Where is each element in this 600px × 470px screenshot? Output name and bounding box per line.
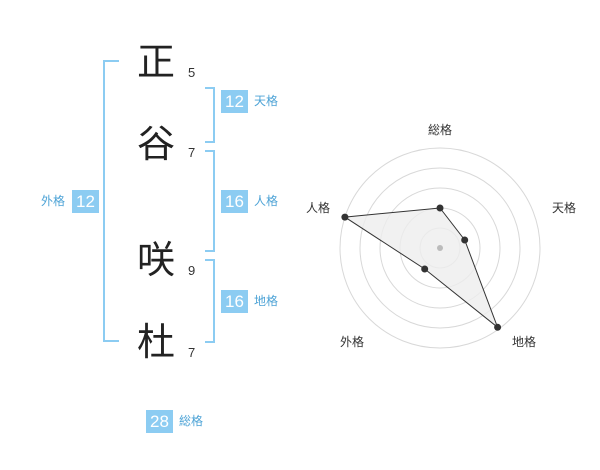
radar-axis-label-tenkaku: 天格	[552, 200, 576, 215]
radar-center-dot	[437, 245, 443, 251]
radar-axis-label-chikaku: 地格	[512, 334, 536, 349]
radar-ring	[339, 147, 541, 349]
radar-point-3	[421, 265, 429, 273]
tenkaku-label: 天格	[254, 94, 279, 108]
chikaku-label: 地格	[254, 294, 279, 308]
jinkaku-bracket	[205, 150, 215, 252]
radar-points	[341, 204, 502, 331]
radar-ring	[379, 187, 501, 309]
radar-axis-label-soukaku: 総格	[428, 122, 452, 137]
stroke-count-1: 5	[188, 65, 196, 80]
radar-chart: 総格 天格 地格 外格 人格	[306, 122, 576, 349]
tenkaku-bracket	[205, 87, 215, 143]
gaikaku-value: 12	[72, 190, 99, 213]
name-char-1: 正	[136, 40, 175, 84]
radar-point-2	[494, 323, 502, 331]
name-char-3: 咲	[136, 238, 175, 282]
stroke-count-4: 7	[188, 345, 196, 360]
radar-axis-label-jinkaku: 人格	[306, 200, 330, 215]
gaikaku-bracket	[103, 60, 119, 342]
chikaku-bracket	[205, 259, 215, 343]
tenkaku-value: 12	[221, 90, 248, 113]
name-char-2: 谷	[136, 122, 175, 166]
radar-area	[343, 207, 499, 329]
chikaku-value: 16	[221, 290, 248, 313]
stroke-count-2: 7	[188, 145, 196, 160]
gaikaku-label: 外格	[41, 194, 66, 208]
radar-point-1	[461, 236, 469, 244]
radar-axis-label-gaikaku: 外格	[340, 334, 364, 349]
soukaku-label: 総格	[179, 414, 204, 428]
radar-point-0	[436, 204, 444, 212]
radar-point-4	[341, 213, 349, 221]
name-char-4: 杜	[136, 320, 175, 364]
jinkaku-value: 16	[221, 190, 248, 213]
radar-ring	[359, 167, 521, 329]
soukaku-value: 28	[146, 410, 173, 433]
stroke-count-3: 9	[188, 263, 196, 278]
jinkaku-label: 人格	[254, 194, 279, 208]
